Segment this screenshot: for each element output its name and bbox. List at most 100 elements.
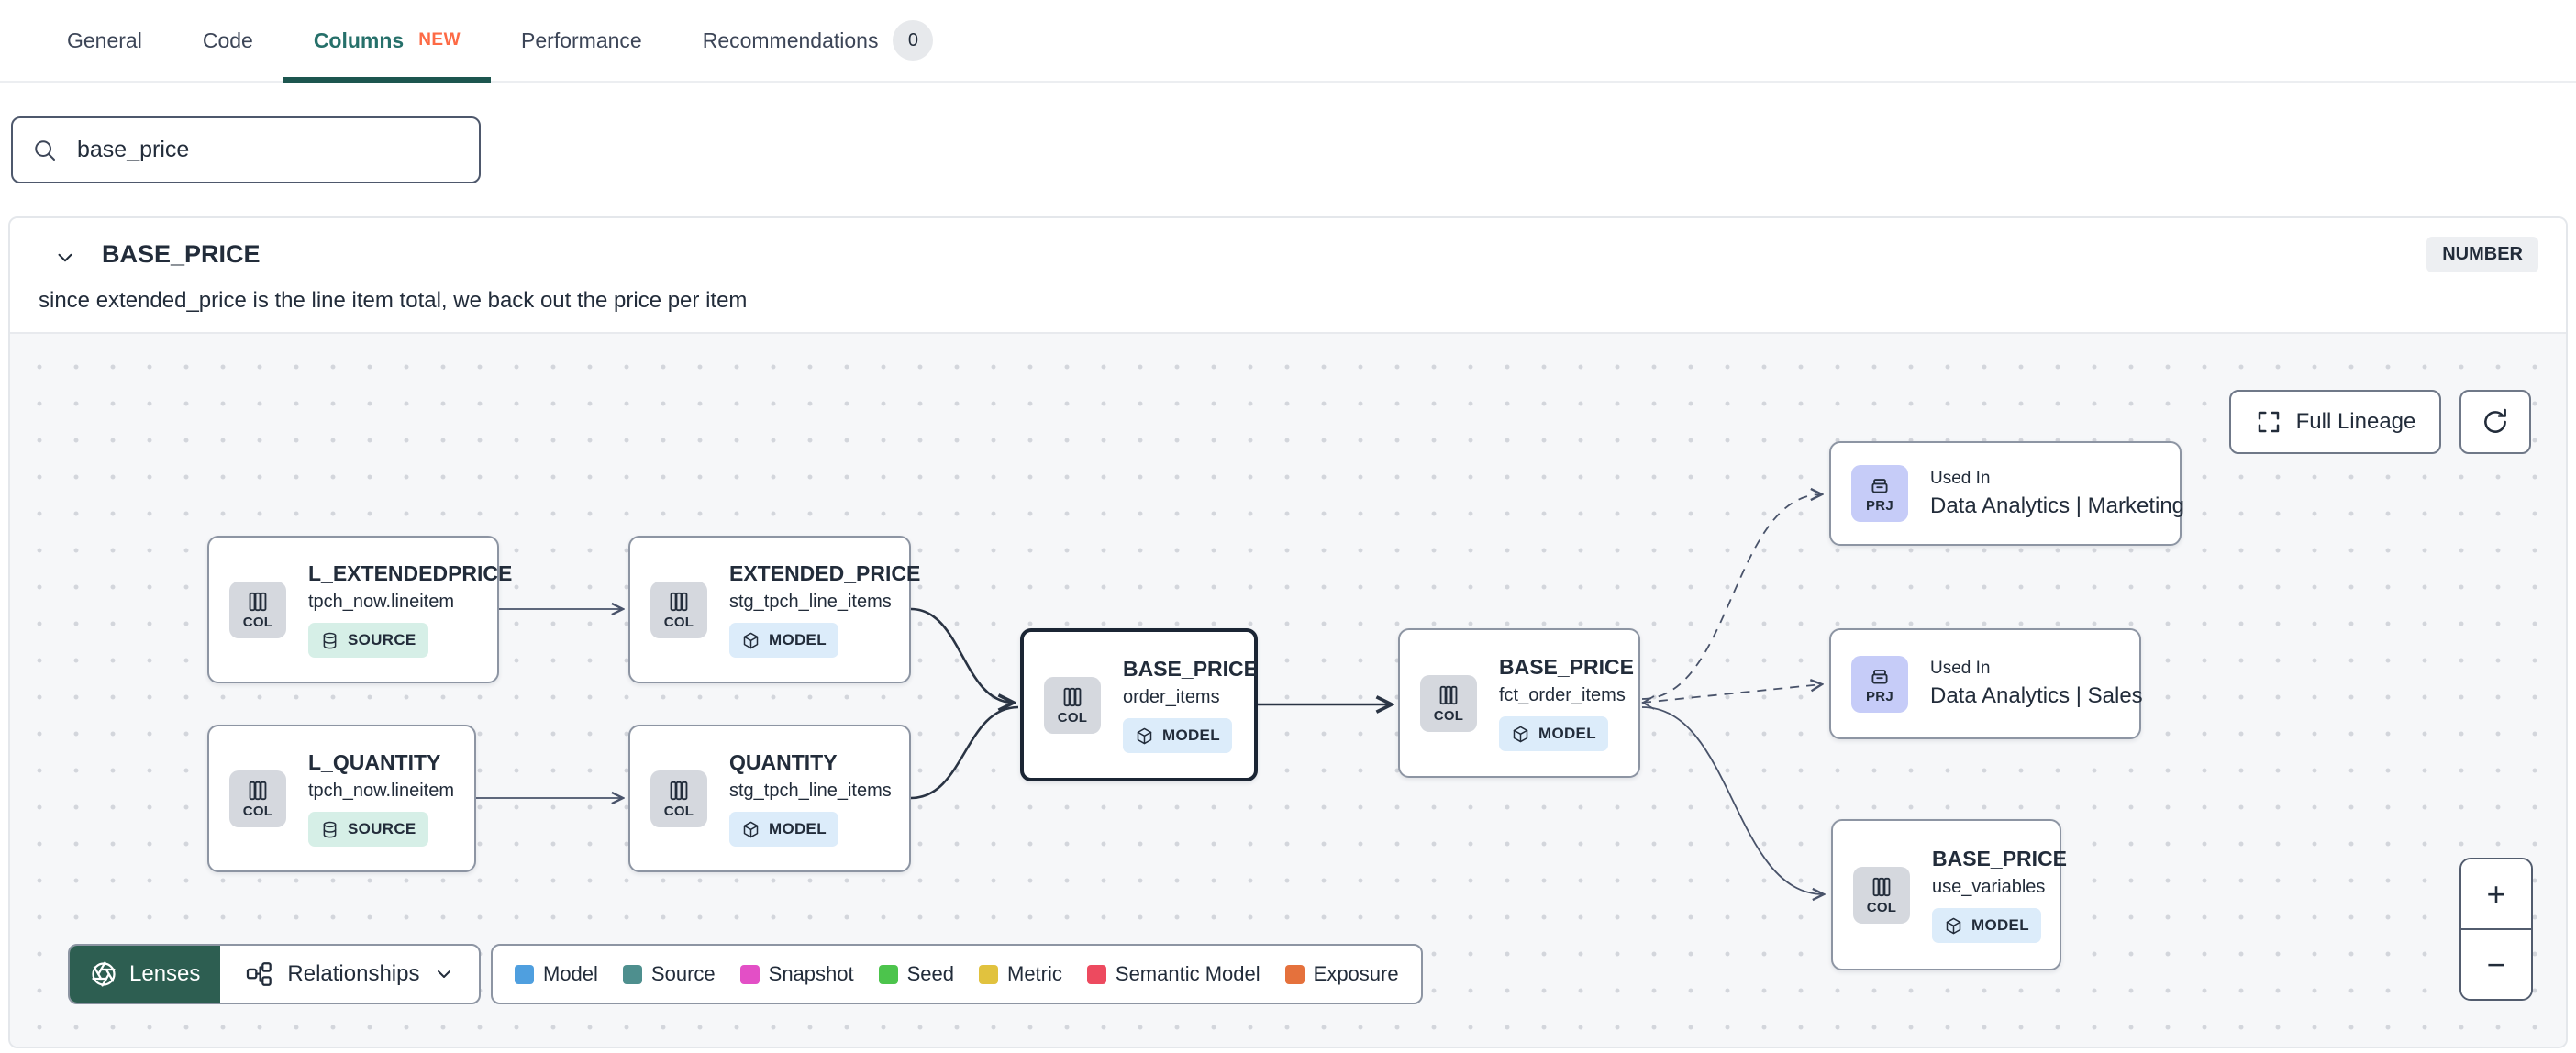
collapse-chevron-icon[interactable] bbox=[53, 246, 77, 270]
tab-label: Code bbox=[202, 28, 253, 52]
col-chip-icon: COL bbox=[1044, 676, 1101, 734]
node-subtitle: fct_order_items bbox=[1499, 685, 1626, 705]
column-type-badge: NUMBER bbox=[2426, 237, 2538, 272]
zoom-controls: + − bbox=[2459, 858, 2533, 1001]
legend-label: Semantic Model bbox=[1115, 962, 1260, 985]
full-lineage-button[interactable]: Full Lineage bbox=[2229, 390, 2441, 454]
search-input[interactable] bbox=[75, 136, 461, 164]
column-panel: BASE_PRICE NUMBER since extended_price i… bbox=[8, 216, 2568, 1048]
node-subtitle: tpch_now.lineitem bbox=[308, 781, 454, 801]
legend-label: Model bbox=[543, 962, 598, 985]
node-subtitle: stg_tpch_line_items bbox=[729, 592, 892, 612]
model-badge: MODEL bbox=[729, 623, 838, 658]
lineage-edge bbox=[1641, 684, 1822, 704]
column-name: BASE_PRICE bbox=[102, 240, 261, 268]
tab-label: Performance bbox=[521, 28, 642, 52]
legend-item: Semantic Model bbox=[1086, 962, 1260, 986]
legend-swatch bbox=[979, 964, 998, 984]
legend-label: Seed bbox=[906, 962, 954, 985]
node-title: BASE_PRICE bbox=[1932, 847, 2067, 870]
legend-label: Exposure bbox=[1313, 962, 1399, 985]
lineage-edge bbox=[910, 607, 1014, 703]
lineage-toolbar: Lenses Relationships bbox=[68, 944, 482, 1004]
source-badge: SOURCE bbox=[308, 623, 428, 658]
column-description: since extended_price is the line item to… bbox=[39, 288, 748, 313]
count-badge: 0 bbox=[893, 20, 934, 61]
lineage-edge bbox=[910, 705, 1019, 800]
legend-item: Source bbox=[622, 962, 716, 986]
node-subtitle: use_variables bbox=[1932, 877, 2046, 897]
search-icon bbox=[35, 139, 55, 161]
legend-item: Seed bbox=[878, 962, 954, 986]
tab-code[interactable]: Code bbox=[172, 0, 283, 81]
node-title: BASE_PRICE bbox=[1499, 655, 1634, 679]
new-badge: NEW bbox=[418, 30, 461, 50]
col-chip-icon: COL bbox=[1420, 674, 1477, 732]
node-title: QUANTITY bbox=[729, 750, 838, 774]
lineage-edge bbox=[1641, 494, 1822, 700]
legend-item: Model bbox=[515, 962, 598, 986]
chevron-down-icon bbox=[438, 970, 451, 978]
tab-bar: General Code Columns NEW Performance Rec… bbox=[0, 0, 2576, 83]
lineage-edge bbox=[1641, 706, 1824, 894]
relationships-dropdown[interactable]: Relationships bbox=[220, 946, 479, 1003]
zoom-in-button[interactable]: + bbox=[2461, 859, 2531, 928]
col-chip-icon: COL bbox=[1853, 866, 1910, 924]
tab-recommendations[interactable]: Recommendations 0 bbox=[672, 0, 964, 81]
tab-performance[interactable]: Performance bbox=[491, 0, 672, 81]
node-title: Data Analytics | Sales bbox=[1930, 683, 2143, 708]
project-exposure-node[interactable]: PRJ Used In Data Analytics | Sales bbox=[1829, 628, 2143, 739]
refresh-button[interactable] bbox=[2459, 390, 2531, 454]
lenses-label: Lenses bbox=[129, 961, 201, 986]
node-title: Data Analytics | Marketing bbox=[1930, 493, 2185, 518]
prj-chip-icon: PRJ bbox=[1851, 465, 1908, 522]
node-used-in-label: Used In bbox=[1930, 659, 1991, 678]
legend-swatch bbox=[739, 964, 760, 984]
legend-label: Snapshot bbox=[768, 962, 854, 985]
tab-general[interactable]: General bbox=[37, 0, 172, 81]
col-chip-icon: COL bbox=[229, 581, 286, 638]
legend-item: Exposure bbox=[1284, 962, 1399, 986]
source-badge: SOURCE bbox=[308, 812, 428, 847]
search-box[interactable] bbox=[11, 116, 481, 183]
lineage-canvas[interactable]: Full Lineage + − Lenses bbox=[10, 332, 2566, 1047]
node-content: Used In Data Analytics | Sales bbox=[1930, 659, 2143, 709]
node-title: BASE_PRICE bbox=[1123, 657, 1258, 681]
tab-label: Recommendations bbox=[702, 28, 879, 52]
edge-back-arrow bbox=[1641, 695, 1655, 710]
full-lineage-label: Full Lineage bbox=[2295, 409, 2416, 434]
legend-swatch bbox=[622, 964, 642, 984]
legend-label: Metric bbox=[1007, 962, 1062, 985]
tab-label: Columns bbox=[313, 28, 405, 52]
tab-columns[interactable]: Columns NEW bbox=[283, 0, 492, 83]
aperture-icon bbox=[92, 961, 116, 987]
col-chip-icon: COL bbox=[650, 581, 707, 638]
lenses-button[interactable]: Lenses bbox=[70, 946, 221, 1003]
zoom-out-button[interactable]: − bbox=[2461, 928, 2531, 999]
column-panel-header: BASE_PRICE NUMBER since extended_price i… bbox=[10, 218, 2566, 332]
node-subtitle: order_items bbox=[1123, 687, 1220, 707]
col-chip-icon: COL bbox=[650, 770, 707, 827]
prj-chip-icon: PRJ bbox=[1851, 655, 1908, 713]
refresh-icon bbox=[2484, 408, 2506, 433]
node-title: L_EXTENDEDPRICE bbox=[308, 561, 513, 585]
relationships-icon bbox=[247, 962, 272, 986]
model-badge: MODEL bbox=[1123, 718, 1232, 753]
relationships-label: Relationships bbox=[287, 961, 420, 986]
legend-swatch bbox=[1086, 964, 1106, 984]
node-type-legend: Model Source Snapshot Seed Metric Semantic Mo… bbox=[491, 944, 1423, 1004]
